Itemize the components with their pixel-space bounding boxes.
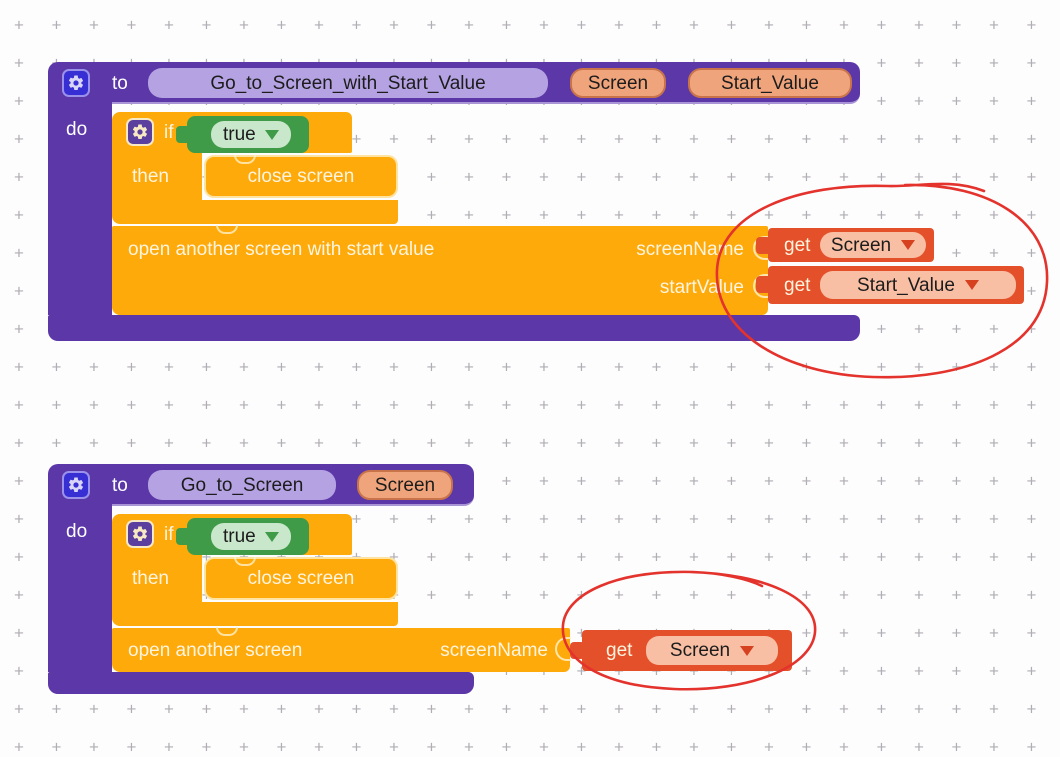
if-mutator-gear-button[interactable] [126, 520, 154, 548]
true-dropdown[interactable]: true [211, 121, 291, 148]
connector-tab [756, 237, 771, 254]
then-label: then [132, 568, 169, 589]
close-screen-block[interactable]: close screen [204, 557, 398, 600]
open-screen-label: open another screen [128, 640, 303, 661]
procedure-bottom-bar [48, 315, 860, 341]
connector-tab [176, 126, 191, 143]
then-label: then [132, 166, 169, 187]
true-dropdown[interactable]: true [211, 523, 291, 550]
then-column: then [112, 555, 202, 602]
statement-notch [234, 155, 256, 164]
statement-notch [216, 225, 238, 234]
get-variable-block-screen[interactable]: get Screen [756, 228, 934, 262]
gear-icon [131, 525, 149, 543]
gear-icon [67, 476, 85, 494]
value-socket [555, 637, 571, 661]
dropdown-arrow-icon [740, 645, 755, 656]
then-column: then [112, 153, 202, 200]
arg-label-screenname: screenName [440, 640, 548, 661]
get-label: get [784, 235, 811, 256]
param-chip-screen[interactable]: Screen [357, 470, 453, 500]
gear-icon [131, 123, 149, 141]
open-screen-block[interactable]: open another screen screenName [112, 627, 571, 672]
procedure-left-column [48, 102, 112, 315]
open-screen-label: open another screen with start value [128, 239, 435, 260]
get-variable-block-start-value[interactable]: get Start_Value [756, 266, 1024, 304]
procedure-bottom-bar [48, 672, 474, 694]
procedure-block-go-to-screen[interactable]: to Go_to_Screen Screen do if true then [48, 464, 848, 696]
dropdown-arrow-icon [964, 280, 979, 290]
to-label: to [112, 475, 128, 496]
logic-true-block[interactable]: true [176, 518, 309, 555]
procedure-name: Go_to_Screen_with_Start_Value [210, 72, 486, 94]
arg-label-startvalue: startValue [659, 277, 744, 298]
open-screen-with-value-block[interactable]: open another screen with start value scr… [112, 225, 769, 315]
connector-tab [756, 276, 771, 293]
procedure-name-field[interactable]: Go_to_Screen [148, 470, 336, 500]
arg-label-screenname: screenName [636, 239, 744, 260]
dropdown-arrow-icon [264, 531, 279, 542]
if-bottom-bar [112, 200, 398, 224]
procedure-name-field[interactable]: Go_to_Screen_with_Start_Value [148, 68, 548, 98]
get-label: get [606, 640, 633, 661]
procedure-block-go-to-screen-with-start-value[interactable]: to Go_to_Screen_with_Start_Value Screen … [48, 62, 1048, 342]
mutator-gear-button[interactable] [62, 69, 90, 97]
if-bottom-bar [112, 602, 398, 626]
variable-dropdown-screen[interactable]: Screen [820, 232, 926, 258]
mutator-gear-button[interactable] [62, 471, 90, 499]
get-variable-block-screen[interactable]: get Screen [570, 630, 792, 671]
if-mutator-gear-button[interactable] [126, 118, 154, 146]
do-label: do [66, 521, 88, 542]
variable-dropdown-screen[interactable]: Screen [646, 636, 778, 665]
get-label: get [784, 275, 811, 296]
statement-notch [216, 627, 238, 636]
connector-tab [176, 528, 191, 545]
gear-icon [67, 74, 85, 92]
procedure-left-column [48, 504, 112, 672]
logic-true-block[interactable]: true [176, 116, 309, 153]
do-label: do [66, 119, 88, 140]
to-label: to [112, 73, 128, 94]
connector-tab [570, 642, 585, 659]
procedure-name: Go_to_Screen [180, 474, 304, 496]
statement-notch [234, 557, 256, 566]
param-chip-screen[interactable]: Screen [570, 68, 666, 98]
dropdown-arrow-icon [901, 240, 916, 250]
param-chip-start-value[interactable]: Start_Value [688, 68, 852, 98]
if-label: if [164, 524, 174, 545]
variable-dropdown-start-value[interactable]: Start_Value [820, 271, 1016, 299]
if-label: if [164, 122, 174, 143]
dropdown-arrow-icon [264, 129, 279, 140]
close-screen-block[interactable]: close screen [204, 155, 398, 198]
